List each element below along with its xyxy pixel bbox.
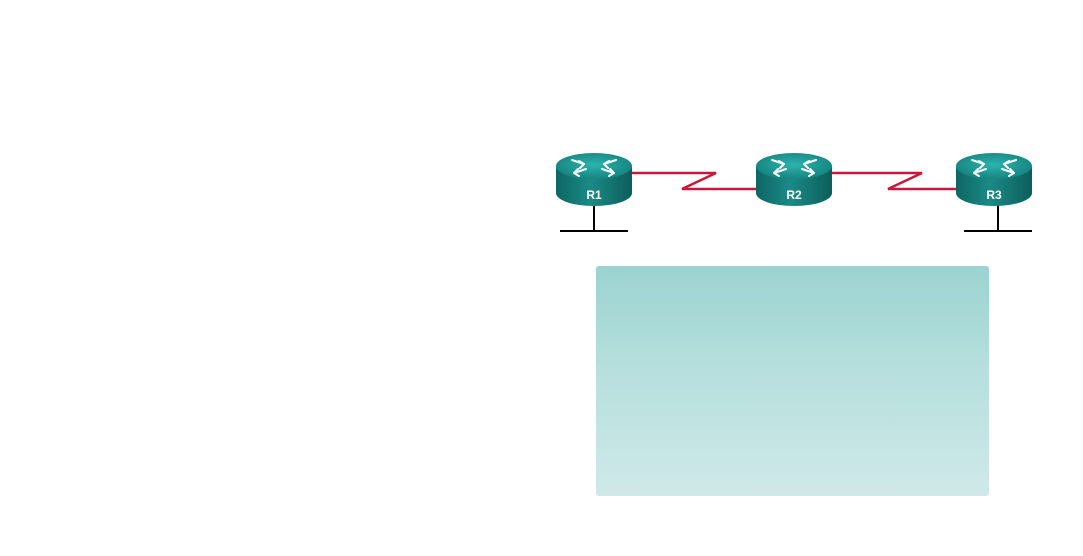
router-r3[interactable]: R3	[956, 153, 1032, 206]
router-r2[interactable]: R2	[756, 153, 832, 206]
serial-link-r2-r3	[828, 171, 960, 191]
router-icon	[971, 159, 1017, 177]
router-icon	[571, 159, 617, 177]
serial-link-r1-r2	[628, 171, 760, 191]
router-label: R2	[786, 188, 802, 202]
info-panel	[596, 266, 989, 496]
router-label: R1	[586, 188, 602, 202]
router-icon	[771, 159, 817, 177]
lan-r3	[964, 205, 1032, 232]
router-label: R3	[986, 188, 1002, 202]
router-r1[interactable]: R1	[556, 153, 632, 206]
lan-r1	[560, 205, 628, 232]
